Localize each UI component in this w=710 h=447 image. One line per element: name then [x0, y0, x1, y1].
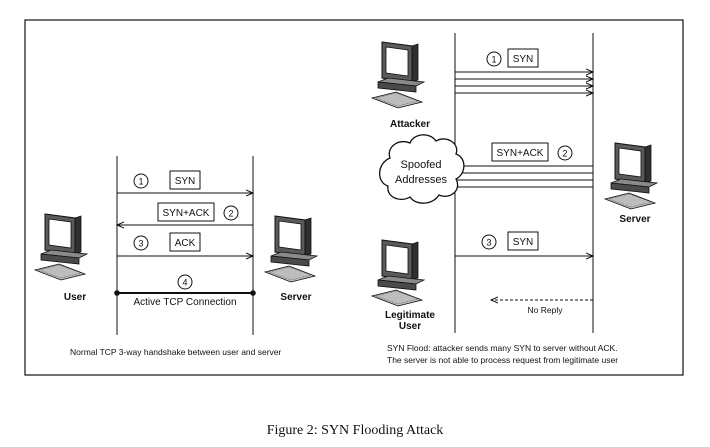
svg-text:4: 4 — [182, 278, 187, 288]
svg-text:SYN: SYN — [513, 237, 534, 248]
figure-caption: Figure 2: SYN Flooding Attack — [267, 423, 444, 438]
flood-step-2-marker: 2 — [557, 145, 573, 161]
user-label: User — [64, 292, 86, 303]
step-1-marker: 1 — [133, 173, 149, 189]
attacker-label: Attacker — [390, 119, 430, 130]
flood-syn-ack-label: SYN+ACK — [491, 142, 549, 162]
right-panel: Attacker 1 SYN SYN+ACK 2 Spoofed Addr — [371, 33, 658, 365]
svg-text:SYN: SYN — [513, 54, 534, 65]
active-connection-label: Active TCP Connection — [133, 297, 236, 308]
right-note-line2: The server is not able to process reques… — [387, 355, 618, 365]
legit-syn-label: SYN — [507, 231, 539, 251]
spoofed-addresses-cloud — [378, 134, 465, 204]
legitimate-user-computer-icon — [371, 239, 425, 307]
right-server-label: Server — [619, 214, 650, 225]
user-computer-icon — [34, 213, 88, 281]
figure-frame — [24, 19, 684, 376]
connection-endpoint-server — [250, 290, 256, 296]
step-4-marker: 4 — [177, 274, 193, 290]
svg-text:2: 2 — [228, 209, 233, 219]
right-server-computer-icon — [604, 142, 658, 210]
spoofed-label-line2: Addresses — [395, 174, 447, 186]
step-3-marker: 3 — [133, 235, 149, 251]
legit-step-3-marker: 3 — [481, 234, 497, 250]
svg-text:ACK: ACK — [175, 238, 196, 249]
server-computer-icon — [264, 215, 318, 283]
no-reply-label: No Reply — [528, 305, 564, 315]
svg-text:1: 1 — [138, 177, 143, 187]
ack-label: ACK — [169, 232, 201, 252]
left-server-label: Server — [280, 292, 311, 303]
svg-text:SYN+ACK: SYN+ACK — [163, 208, 210, 219]
left-note: Normal TCP 3-way handshake between user … — [70, 347, 282, 357]
connection-endpoint-user — [114, 290, 120, 296]
attacker-computer-icon — [371, 41, 425, 109]
left-panel: 1 SYN SYN+ACK 2 3 ACK 4 — [34, 156, 318, 357]
right-note-line1: SYN Flood: attacker sends many SYN to se… — [387, 343, 618, 353]
svg-text:3: 3 — [486, 238, 491, 248]
svg-text:SYN+ACK: SYN+ACK — [497, 148, 544, 159]
svg-text:1: 1 — [491, 55, 496, 65]
svg-text:2: 2 — [562, 149, 567, 159]
step-2-marker: 2 — [223, 205, 239, 221]
svg-text:3: 3 — [138, 239, 143, 249]
svg-text:SYN: SYN — [175, 176, 196, 187]
legit-label-line2: User — [399, 321, 421, 332]
flood-step-1-marker: 1 — [486, 51, 502, 67]
syn-ack-label: SYN+ACK — [157, 202, 215, 222]
flood-syn-label: SYN — [507, 48, 539, 68]
legit-label-line1: Legitimate — [385, 310, 435, 321]
spoofed-label-line1: Spoofed — [401, 159, 442, 171]
syn-label: SYN — [169, 170, 201, 190]
